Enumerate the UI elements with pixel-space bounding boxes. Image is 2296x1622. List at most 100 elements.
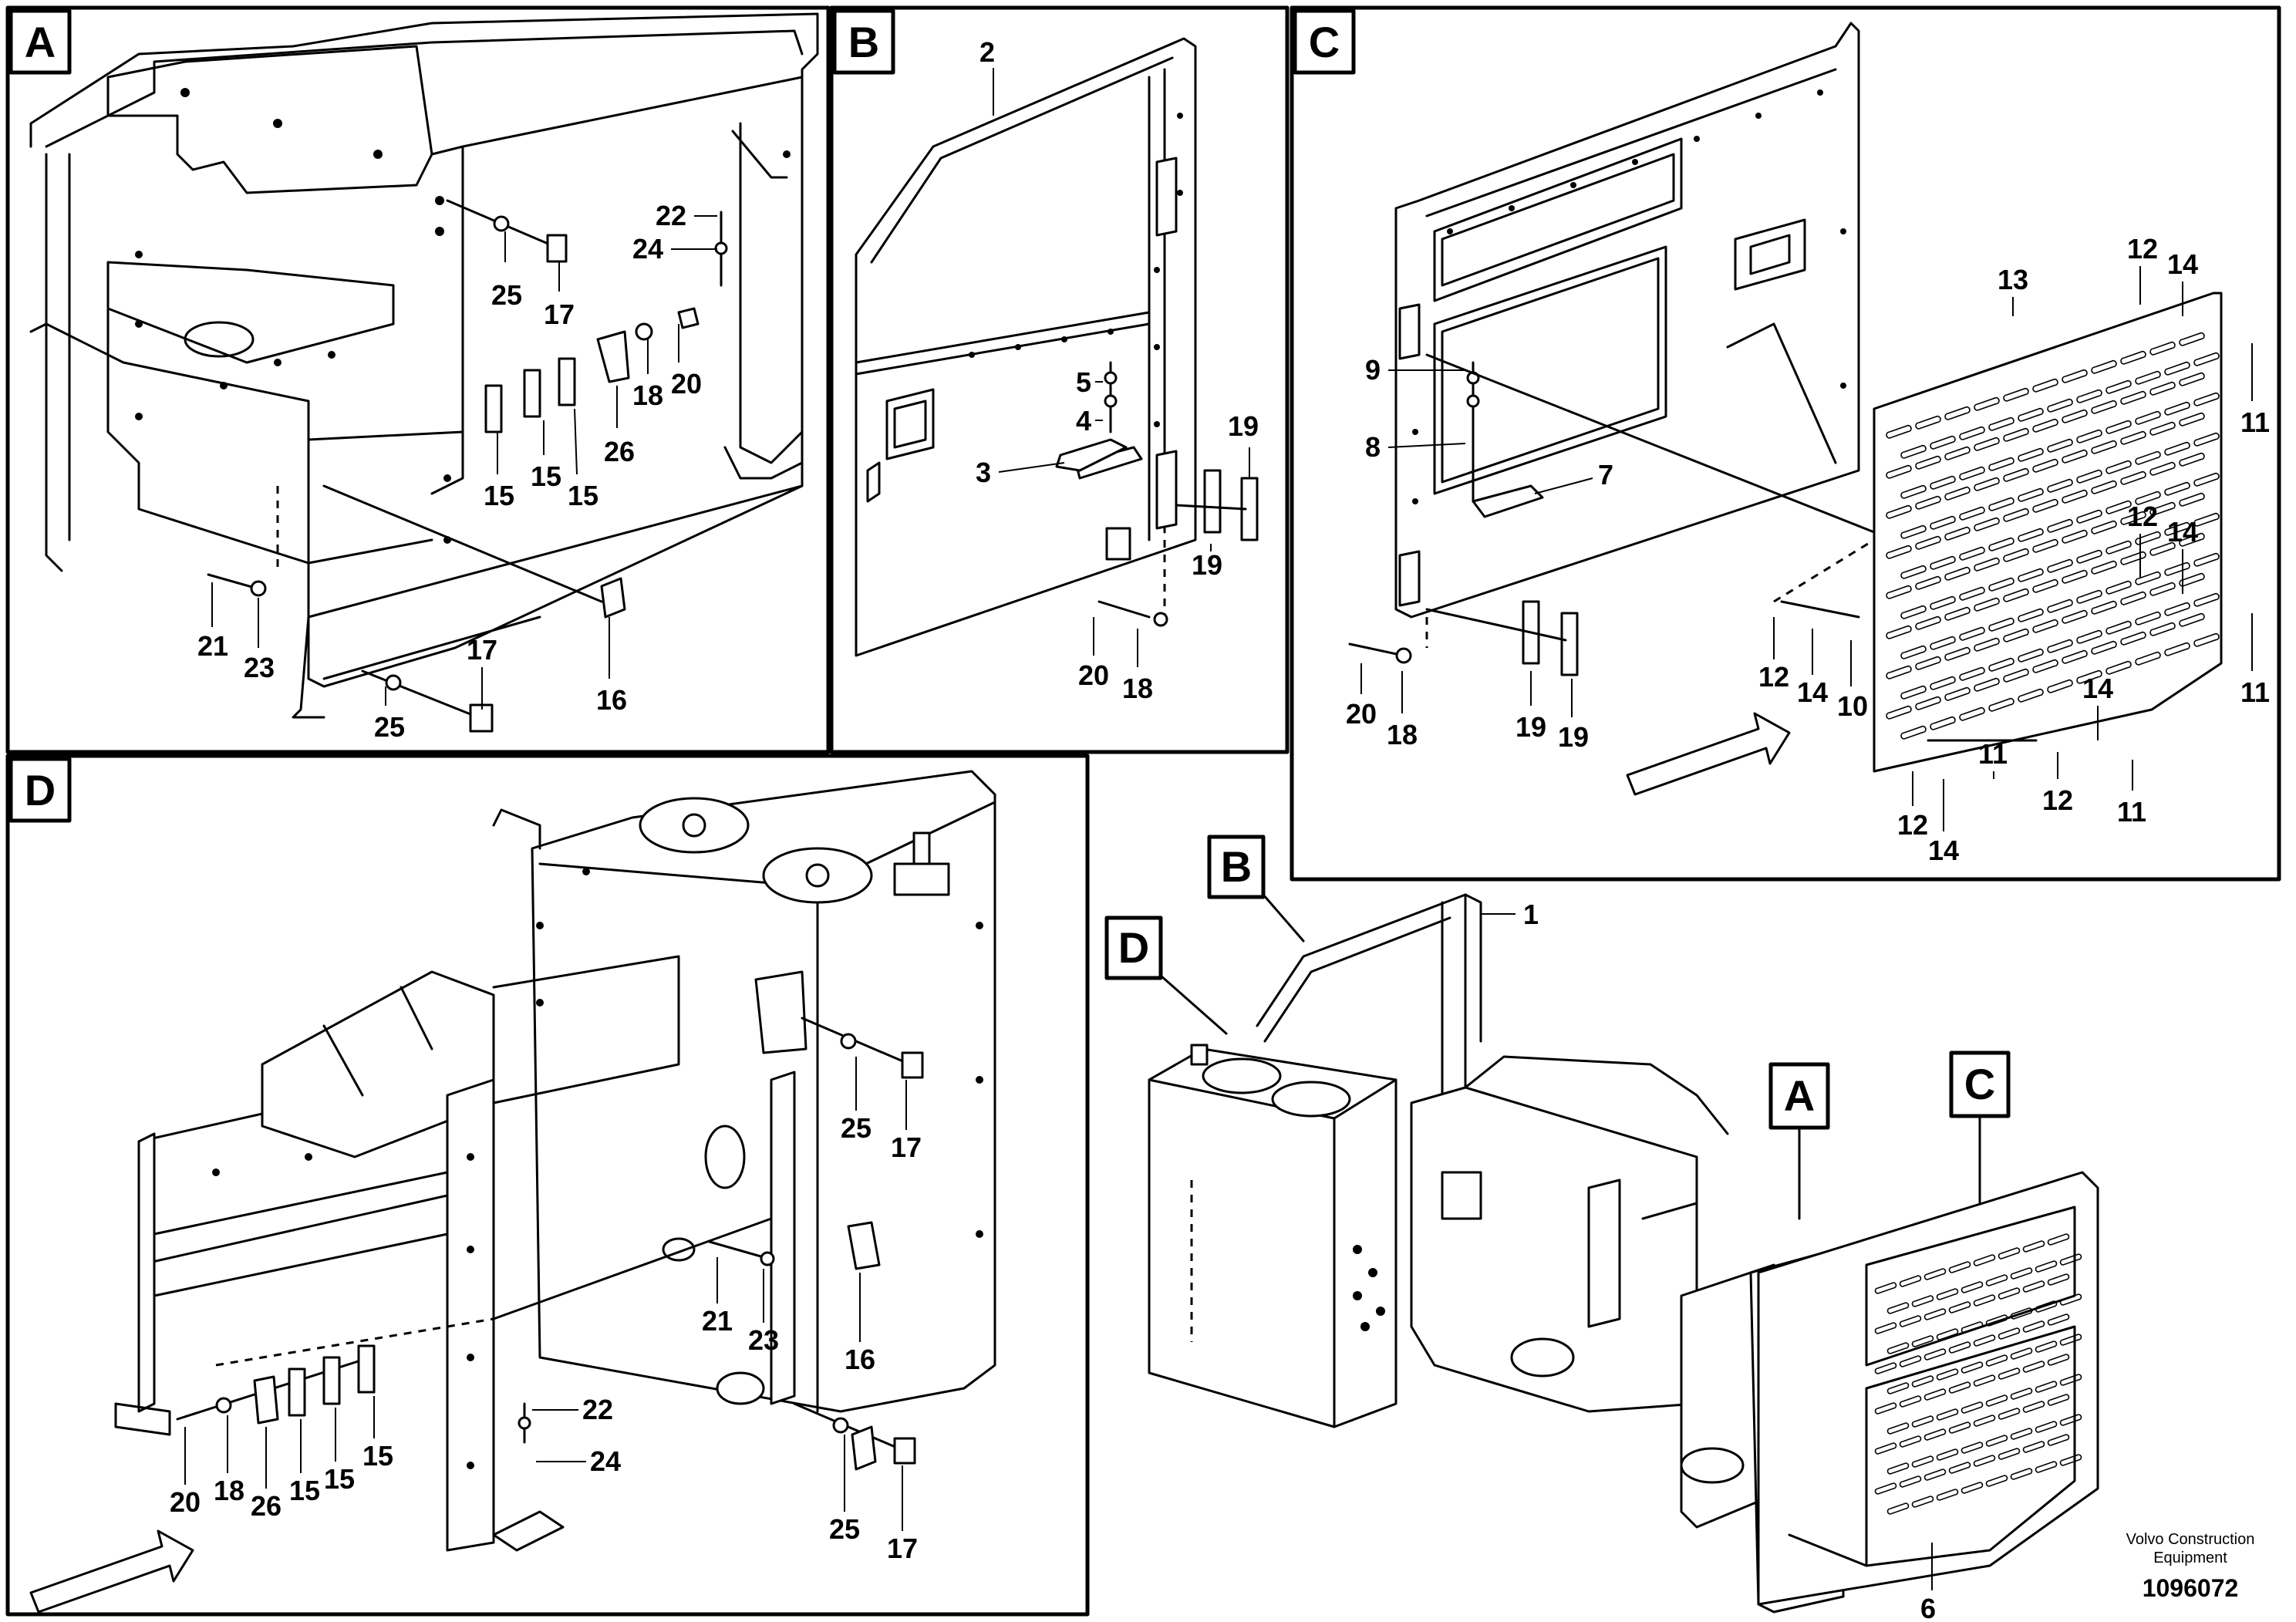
svg-text:18: 18 xyxy=(632,379,663,411)
panel-d-frame xyxy=(5,754,1090,1617)
panel-c-tag: C xyxy=(1293,8,1356,75)
panel-a-callouts: 22 24 25 17 18 20 26 15 15 15 21 23 17 1… xyxy=(197,200,717,743)
svg-text:12: 12 xyxy=(2127,233,2158,265)
svg-text:24: 24 xyxy=(590,1445,621,1477)
svg-text:C: C xyxy=(1309,18,1340,66)
panel-b-callouts: 2 5 4 3 19 19 20 18 xyxy=(976,36,1259,704)
svg-text:25: 25 xyxy=(374,711,405,743)
overview-callouts: 1 6 xyxy=(1481,899,1936,1622)
svg-text:21: 21 xyxy=(702,1305,733,1337)
part-number: 1096072 xyxy=(2143,1574,2239,1602)
svg-text:D: D xyxy=(25,766,56,814)
svg-text:14: 14 xyxy=(2082,673,2113,704)
svg-text:11: 11 xyxy=(1978,738,2008,770)
svg-text:15: 15 xyxy=(289,1475,320,1506)
svg-text:19: 19 xyxy=(1515,711,1546,743)
svg-text:11: 11 xyxy=(2240,406,2270,438)
svg-text:9: 9 xyxy=(1365,354,1381,386)
svg-text:15: 15 xyxy=(568,480,598,511)
svg-text:B: B xyxy=(1221,842,1252,891)
panel-b-frame xyxy=(829,5,1290,754)
arrow-icon xyxy=(1626,712,1791,796)
svg-text:3: 3 xyxy=(976,457,991,488)
panel-b-drawing xyxy=(855,37,1259,657)
svg-text:8: 8 xyxy=(1365,431,1381,463)
footer-credit: Volvo Construction Equipment 1096072 xyxy=(2126,1531,2255,1602)
svg-text:15: 15 xyxy=(324,1463,355,1495)
panel-c-callouts: 13 12 14 11 9 8 7 12 14 11 12 14 10 20 1… xyxy=(1346,233,2270,866)
svg-text:25: 25 xyxy=(829,1513,860,1545)
svg-text:15: 15 xyxy=(531,460,561,492)
svg-text:10: 10 xyxy=(1837,690,1868,722)
svg-text:4: 4 xyxy=(1076,405,1091,437)
svg-text:11: 11 xyxy=(2240,676,2270,708)
overview-label-c: C xyxy=(1949,1050,2011,1205)
svg-text:20: 20 xyxy=(170,1486,201,1518)
svg-text:6: 6 xyxy=(1920,1593,1936,1622)
panel-d-callouts: 25 17 21 23 16 22 24 20 18 26 15 15 15 2… xyxy=(170,1057,922,1564)
overview-label-b: B xyxy=(1207,835,1305,943)
svg-text:12: 12 xyxy=(2127,501,2158,532)
svg-text:21: 21 xyxy=(197,630,228,662)
svg-text:5: 5 xyxy=(1076,366,1091,398)
svg-text:18: 18 xyxy=(1387,719,1418,750)
overview-label-d: D xyxy=(1104,916,1228,1035)
svg-text:A: A xyxy=(1784,1071,1815,1120)
svg-text:20: 20 xyxy=(671,368,702,400)
svg-text:A: A xyxy=(25,18,56,66)
svg-text:14: 14 xyxy=(2167,516,2198,548)
svg-text:14: 14 xyxy=(1797,676,1828,708)
svg-text:26: 26 xyxy=(604,436,635,467)
panel-d-tag: D xyxy=(8,757,72,823)
svg-text:22: 22 xyxy=(656,200,686,231)
panel-c-frame xyxy=(1290,5,2281,882)
svg-text:20: 20 xyxy=(1078,659,1109,691)
svg-text:22: 22 xyxy=(582,1394,613,1425)
svg-text:7: 7 xyxy=(1598,459,1613,491)
svg-text:12: 12 xyxy=(2042,784,2073,816)
svg-text:2: 2 xyxy=(979,36,995,68)
svg-text:17: 17 xyxy=(544,298,575,330)
svg-text:24: 24 xyxy=(632,233,663,265)
svg-text:19: 19 xyxy=(1192,549,1222,581)
svg-text:11: 11 xyxy=(2117,796,2146,828)
overview-label-a: A xyxy=(1768,1062,1830,1220)
svg-text:16: 16 xyxy=(845,1344,875,1375)
svg-text:13: 13 xyxy=(1998,264,2028,295)
svg-text:D: D xyxy=(1118,923,1149,972)
svg-text:Equipment: Equipment xyxy=(2153,1549,2227,1566)
svg-text:17: 17 xyxy=(891,1131,922,1163)
svg-text:26: 26 xyxy=(251,1490,282,1522)
panel-a-drawing xyxy=(29,12,819,733)
panel-c-drawing xyxy=(1348,22,2223,796)
svg-text:23: 23 xyxy=(748,1324,779,1356)
svg-text:17: 17 xyxy=(887,1533,918,1564)
svg-text:20: 20 xyxy=(1346,698,1377,730)
panel-b-tag: B xyxy=(832,8,895,75)
panel-a-tag: A xyxy=(8,8,72,75)
svg-text:19: 19 xyxy=(1228,410,1259,442)
svg-text:19: 19 xyxy=(1558,721,1589,753)
panel-a-frame xyxy=(5,5,831,754)
svg-text:17: 17 xyxy=(467,634,497,666)
svg-text:14: 14 xyxy=(2167,248,2198,280)
svg-text:B: B xyxy=(848,18,879,66)
svg-text:25: 25 xyxy=(841,1112,872,1144)
overview-drawing xyxy=(1148,893,2099,1614)
svg-text:14: 14 xyxy=(1928,835,1959,866)
svg-text:25: 25 xyxy=(491,279,522,311)
mesh-pattern xyxy=(1886,332,2220,740)
svg-text:18: 18 xyxy=(1122,673,1153,704)
svg-text:15: 15 xyxy=(362,1440,393,1472)
svg-text:23: 23 xyxy=(244,652,275,683)
svg-text:12: 12 xyxy=(1897,809,1928,841)
panel-d-drawing xyxy=(29,770,996,1614)
svg-text:16: 16 xyxy=(596,684,627,716)
svg-text:18: 18 xyxy=(214,1475,244,1506)
svg-text:12: 12 xyxy=(1758,661,1789,693)
overview-mesh xyxy=(1874,1233,2082,1515)
svg-text:15: 15 xyxy=(484,480,514,511)
svg-text:1: 1 xyxy=(1523,899,1539,930)
svg-text:C: C xyxy=(1964,1060,1995,1108)
